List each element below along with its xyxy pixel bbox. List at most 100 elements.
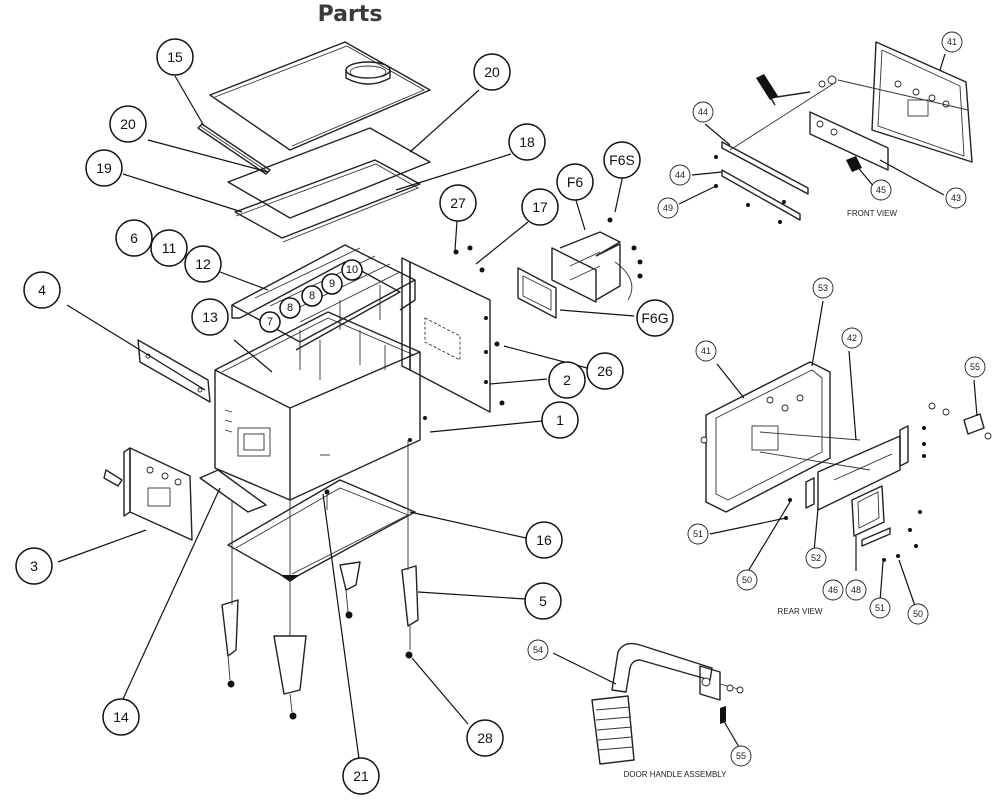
- callout-20-left: 20: [109, 105, 147, 143]
- callout-label: 17: [532, 199, 548, 215]
- callout-circle: [473, 53, 511, 91]
- callout-F6G: F6G: [636, 299, 674, 337]
- callout-12: 12: [184, 245, 222, 283]
- front-view-drawing: [714, 41, 973, 224]
- callout-label: 55: [970, 362, 980, 372]
- callout-3: 3: [15, 547, 53, 585]
- plates-drawing: [227, 127, 431, 243]
- leader-lines: [57, 53, 978, 760]
- callout-label: 48: [851, 585, 861, 595]
- callout-rv-55: 55: [964, 356, 986, 378]
- callout-circle: [342, 757, 380, 795]
- callout-label: 13: [202, 309, 218, 325]
- callout-circle: [439, 184, 477, 222]
- callout-bubbles: 15 20 20 18 19 27 17 F6 F6S 6 11 12 10 9…: [15, 31, 986, 795]
- callout-circle: [805, 547, 827, 569]
- callout-circle: [150, 229, 188, 267]
- callout-fv-49: 49: [657, 197, 679, 219]
- callout-label: 51: [875, 603, 885, 613]
- callout-rv-48: 48: [845, 579, 867, 601]
- callout-27: 27: [439, 184, 477, 222]
- callout-label: 6: [130, 230, 138, 246]
- callout-rv-42: 42: [841, 327, 863, 349]
- callout-circle: [527, 639, 549, 661]
- callout-label: 15: [167, 49, 183, 65]
- back-plate-drawing: [401, 257, 505, 413]
- callout-circle: [730, 745, 752, 767]
- callout-circle: [695, 340, 717, 362]
- callout-21: 21: [342, 757, 380, 795]
- callout-circle: [15, 547, 53, 585]
- callout-8a: 8: [301, 285, 323, 307]
- callout-19: 19: [85, 149, 123, 187]
- callout-label: 4: [38, 282, 46, 298]
- callout-label: 41: [701, 346, 711, 356]
- callout-fv-44a: 44: [692, 101, 714, 123]
- callout-circle: [548, 361, 586, 399]
- callout-circle: [556, 163, 594, 201]
- callout-circle: [524, 582, 562, 620]
- callout-circle: [525, 521, 563, 559]
- callout-circle: [279, 297, 301, 319]
- callout-label: 14: [113, 709, 129, 725]
- callout-circle: [321, 273, 343, 295]
- callout-label: 18: [519, 134, 535, 150]
- callout-label: F6S: [609, 152, 635, 168]
- callout-label: 54: [533, 645, 543, 655]
- callout-circle: [85, 149, 123, 187]
- callout-rv-51a: 51: [687, 523, 709, 545]
- callout-circle: [521, 188, 559, 226]
- rear-view-drawing: [700, 361, 992, 562]
- callout-label: 41: [947, 37, 957, 47]
- callout-label: 45: [876, 185, 886, 195]
- stove-body-drawing: [214, 311, 427, 501]
- callout-label: 3: [30, 558, 38, 574]
- callout-circle: [945, 187, 967, 209]
- callout-4: 4: [23, 271, 61, 309]
- callout-label: 52: [811, 553, 821, 563]
- callout-label: 44: [675, 170, 685, 180]
- page-title: Parts: [317, 2, 383, 27]
- callout-circle: [870, 179, 892, 201]
- callout-10: 10: [341, 259, 363, 281]
- callout-label: 8: [287, 302, 293, 314]
- callout-circle: [603, 141, 641, 179]
- rear-view-caption: REAR VIEW: [778, 607, 823, 616]
- callout-26: 26: [586, 352, 624, 390]
- callout-circle: [23, 271, 61, 309]
- callout-circle: [812, 277, 834, 299]
- callout-label: 55: [736, 751, 746, 761]
- callout-label: 21: [353, 768, 369, 784]
- callout-circle: [692, 101, 714, 123]
- callout-2: 2: [548, 361, 586, 399]
- callout-circle: [669, 164, 691, 186]
- callout-dh-55: 55: [730, 745, 752, 767]
- callout-label: 42: [847, 333, 857, 343]
- top-cover-drawing: [209, 41, 431, 151]
- legs-drawing: [221, 440, 419, 720]
- callout-label: 44: [698, 107, 708, 117]
- callout-circle: [736, 569, 758, 591]
- callout-circle: [301, 285, 323, 307]
- callout-circle: [964, 356, 986, 378]
- callout-label: 5: [539, 593, 547, 609]
- callout-circle: [508, 123, 546, 161]
- callout-label: 19: [96, 160, 112, 176]
- callout-circle: [869, 597, 891, 619]
- callout-circle: [636, 299, 674, 337]
- callout-label: F6G: [641, 310, 668, 326]
- callout-label: 20: [120, 116, 136, 132]
- callout-6: 6: [115, 219, 153, 257]
- callout-label: 50: [913, 609, 923, 619]
- callout-circle: [191, 298, 229, 336]
- callout-5: 5: [524, 582, 562, 620]
- callout-circle: [657, 197, 679, 219]
- callout-17: 17: [521, 188, 559, 226]
- callout-fv-45: 45: [870, 179, 892, 201]
- callout-rv-50b: 50: [907, 603, 929, 625]
- callout-F6S: F6S: [603, 141, 641, 179]
- callout-circle: [541, 401, 579, 439]
- door-handle-caption: DOOR HANDLE ASSEMBLY: [624, 770, 728, 779]
- callout-label: 1: [556, 412, 564, 428]
